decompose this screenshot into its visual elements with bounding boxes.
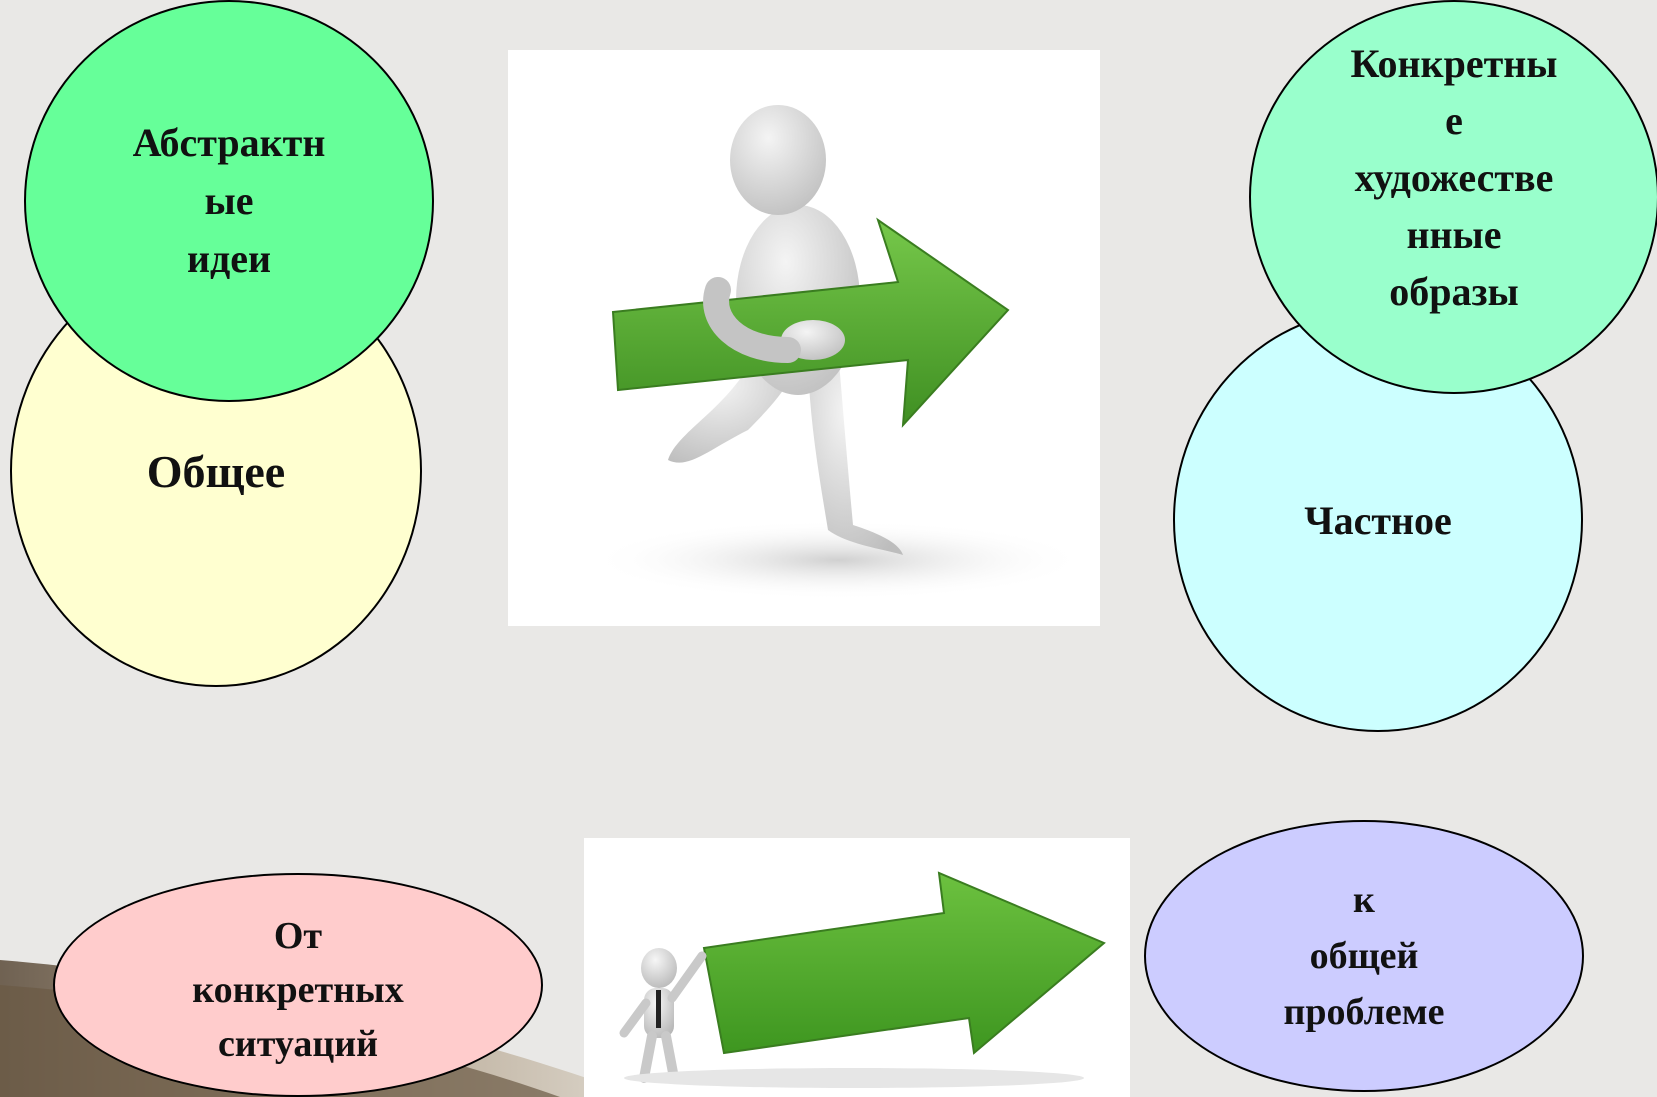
- ellipse-to-label: к общей проблеме: [1283, 879, 1445, 1033]
- circle-abstract-ideas-label: Абстрактн ые идеи: [132, 120, 326, 281]
- circle-concrete-images-label: Конкретны е художестве нные образы: [1350, 40, 1558, 314]
- person-pushing-arrow-icon: [619, 871, 1106, 1088]
- circle-concrete-images: Конкретны е художестве нные образы: [1249, 0, 1657, 394]
- person-carrying-arrow-icon: [588, 105, 1088, 600]
- circle-abstract-ideas: Абстрактн ые идеи: [24, 0, 434, 402]
- ellipse-to-general-problem: к общей проблеме: [1144, 820, 1584, 1092]
- circle-particular-label: Частное: [1304, 497, 1452, 543]
- circle-general-label: Общее: [146, 445, 286, 497]
- running-figure-image: [508, 50, 1100, 626]
- ellipse-from-label: От конкретных ситуаций: [192, 915, 404, 1065]
- pushing-figure-image: [584, 838, 1130, 1097]
- ellipse-from-concrete-situations: От конкретных ситуаций: [53, 873, 543, 1097]
